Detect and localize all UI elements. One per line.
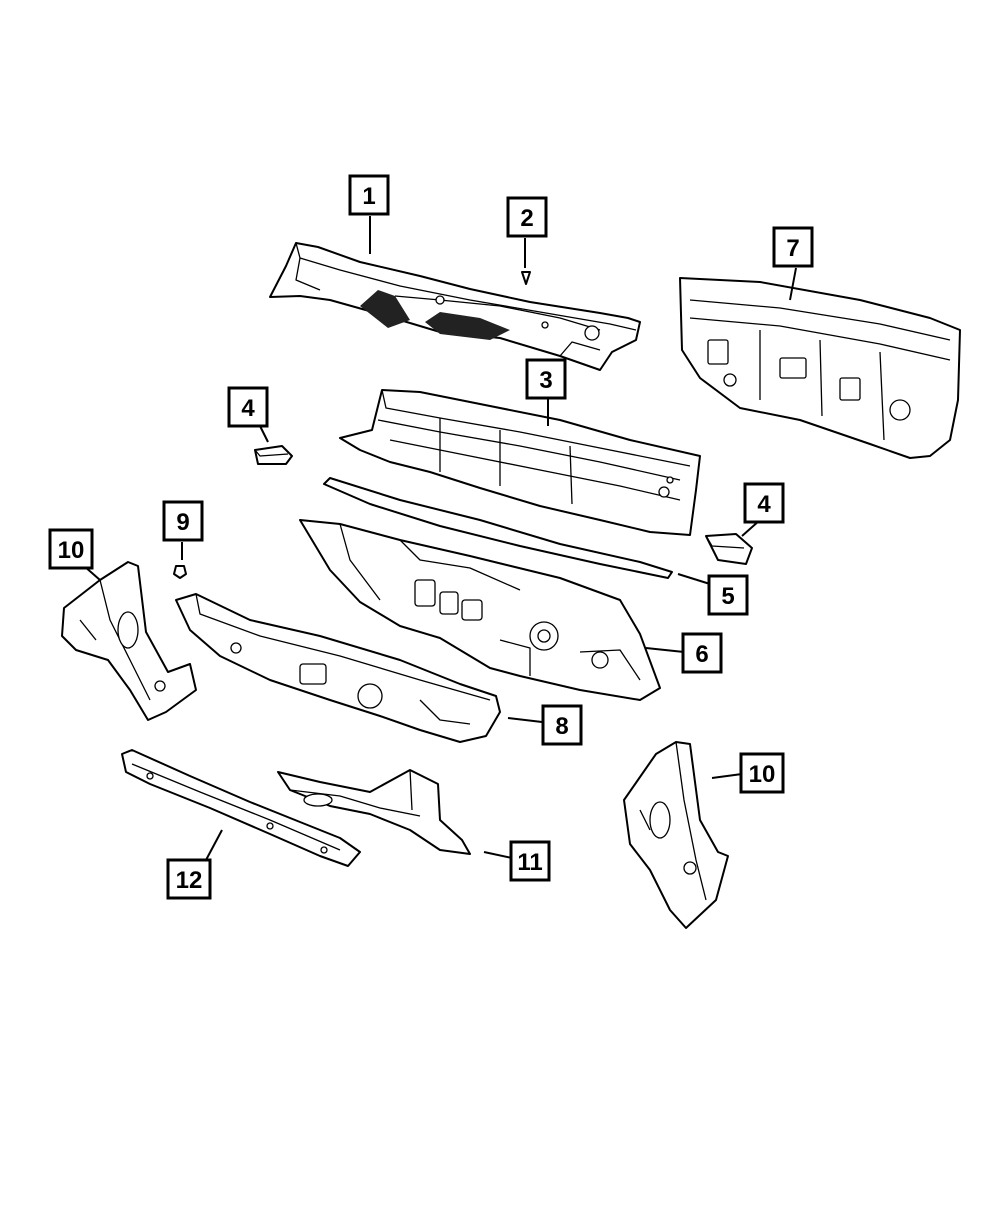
- callout-9-label: 9: [176, 509, 189, 536]
- leader-8: [507, 717, 543, 723]
- part-5-seal-strip: [323, 477, 673, 579]
- callout-6-label: 6: [695, 641, 708, 668]
- part-11-reinforcement: [277, 769, 471, 855]
- callout-11-label: 11: [517, 849, 542, 876]
- callout-5-label: 5: [721, 583, 734, 610]
- callout-4-right-label: 4: [757, 491, 771, 518]
- callout-2-label: 2: [520, 205, 533, 232]
- leader-12: [205, 829, 223, 861]
- callout-12-label: 12: [176, 867, 203, 894]
- callout-3-label: 3: [539, 367, 552, 394]
- leader-7: [789, 267, 797, 301]
- callout-4-left-label: 4: [241, 395, 255, 422]
- callout-8-label: 8: [555, 713, 568, 740]
- part-12-cross-member: [121, 749, 361, 867]
- part-3-cowl-panel: [339, 389, 701, 536]
- callout-4-right: 4: [743, 482, 785, 524]
- part-9-clip: [173, 565, 187, 579]
- part-10-side-panel-right: [623, 741, 729, 929]
- callout-8: 8: [541, 704, 583, 746]
- leader-10b: [711, 773, 743, 779]
- callout-5: 5: [707, 574, 749, 616]
- callout-3: 3: [525, 358, 567, 400]
- part-6-dash-panel: [299, 519, 661, 701]
- callout-11: 11: [509, 840, 551, 882]
- callout-6: 6: [681, 632, 723, 674]
- callout-1: 1: [348, 174, 390, 216]
- callout-9: 9: [162, 500, 204, 542]
- callout-10-left: 10: [48, 528, 94, 570]
- part-2-fastener: [521, 271, 531, 285]
- leader-5: [677, 573, 711, 585]
- part-8-dash-insulator: [175, 593, 501, 743]
- part-10-side-panel-left: [61, 561, 197, 721]
- callout-1-label: 1: [362, 183, 375, 210]
- callout-10-right-label: 10: [749, 761, 776, 788]
- leader-11: [483, 851, 513, 859]
- callout-4-left: 4: [227, 386, 269, 428]
- callout-7-label: 7: [786, 235, 799, 262]
- callout-10-left-label: 10: [58, 537, 85, 564]
- callout-2: 2: [506, 196, 548, 238]
- callout-10-right: 10: [739, 752, 785, 794]
- callout-7: 7: [772, 226, 814, 268]
- part-7-dash-silencer: [679, 277, 961, 459]
- part-4-insulator-right: [705, 533, 753, 565]
- leader-6: [645, 647, 685, 653]
- leader-4a: [259, 425, 269, 443]
- callout-12: 12: [166, 858, 212, 900]
- part-4-insulator-left: [254, 445, 293, 465]
- part-1-cowl-top-panel: [269, 242, 641, 371]
